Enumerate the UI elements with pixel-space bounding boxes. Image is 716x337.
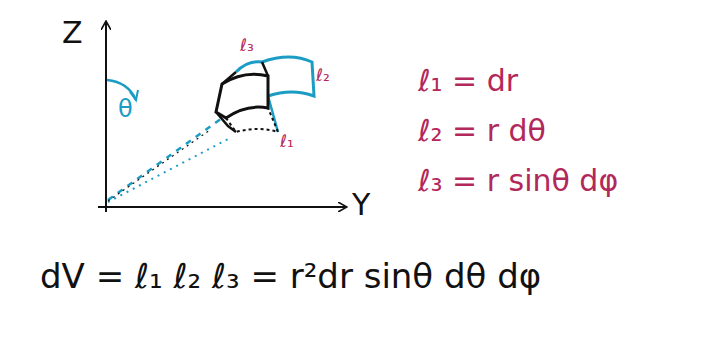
edge-label: ℓ₃ <box>240 36 254 55</box>
y-axis <box>98 206 346 208</box>
equation: ℓ₂ = r dθ <box>418 114 546 147</box>
volume-element-near <box>216 74 268 118</box>
radial-line <box>108 138 230 202</box>
volume-element-edge <box>216 112 236 132</box>
z-axis <box>105 22 107 212</box>
edge-label: ℓ₂ <box>316 66 330 85</box>
radial-line <box>108 130 210 201</box>
edge-label: ℓ₁ <box>280 132 294 151</box>
angle-label: θ <box>118 96 133 122</box>
axis-label: Z <box>62 16 83 49</box>
volume-element-far <box>262 57 314 96</box>
volume-element-far <box>236 62 262 72</box>
volume-element-edge <box>222 62 268 84</box>
equation: ℓ₁ = dr <box>418 64 518 97</box>
volume-equation: dV = ℓ₁ ℓ₂ ℓ₃ = r²dr sinθ dθ dφ <box>40 258 541 295</box>
axis-label: Y <box>352 188 370 221</box>
radial-line <box>108 118 222 200</box>
equation: ℓ₃ = r sinθ dφ <box>418 164 618 197</box>
volume-element-hidden <box>226 108 278 132</box>
